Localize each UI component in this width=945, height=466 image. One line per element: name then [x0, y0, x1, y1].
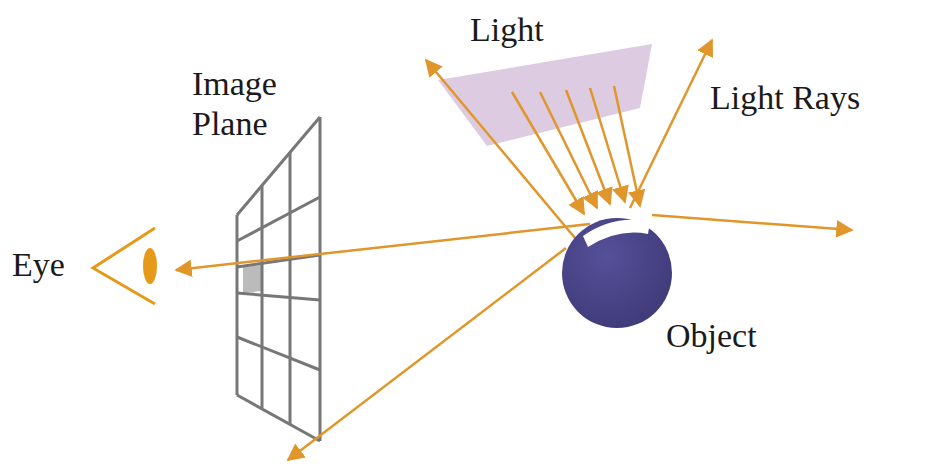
image-plane-label: Image Plane — [192, 64, 312, 144]
eye-label: Eye — [12, 245, 65, 285]
object-label: Object — [666, 316, 757, 356]
light-panel — [438, 44, 652, 146]
image-plane-grid — [237, 117, 320, 441]
light-label: Light — [470, 10, 544, 50]
light-rays-label: Light Rays — [710, 78, 860, 118]
object-sphere — [562, 218, 672, 328]
eye-symbol — [93, 228, 157, 304]
